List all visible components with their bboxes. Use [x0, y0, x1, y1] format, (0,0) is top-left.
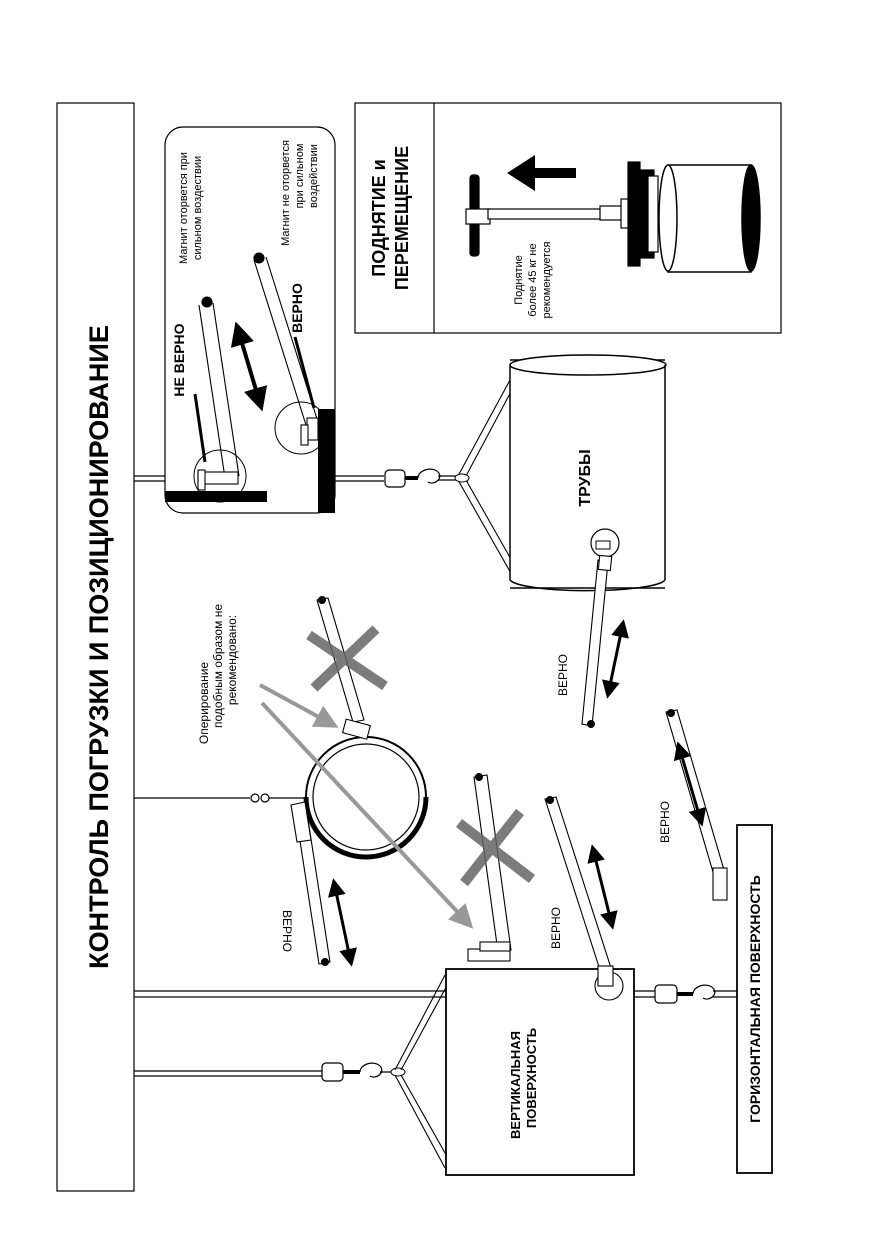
horizontal-surface-area: ГОРИЗОНТАЛЬНАЯ ПОВЕРХНОСТЬ ВЕРНО — [634, 709, 773, 1174]
horizontal-correct-label: ВЕРНО — [658, 801, 672, 843]
lifting-heading-line2: ПЕРЕМЕЩЕНИЕ — [392, 146, 412, 290]
lifting-box: ПОДНЯТИЕ и ПЕРЕМЕЩЕНИЕ Поднятие более 45… — [354, 102, 782, 334]
magnet-right-label: ВЕРНО — [289, 283, 305, 333]
magnet-detail-panel: НЕ ВЕРНО ВЕРНО Магнит оторвется при силь… — [164, 126, 336, 514]
cross-mark-icon — [306, 625, 388, 692]
page-title: КОНТРОЛЬ ПОГРУЗКИ И ПОЗИЦИОНИРОВАНИЕ — [84, 325, 114, 969]
lifting-note-line3: рекомендуется — [541, 241, 553, 318]
not-recommended-line2: подобным образом не — [211, 604, 225, 728]
cylinder-load-icon — [658, 164, 761, 273]
horizontal-surface-label: ГОРИЗОНТАЛЬНАЯ ПОВЕРХНОСТЬ — [747, 875, 763, 1123]
magnet-hold-line2: при сильном — [294, 144, 306, 209]
title-frame — [56, 102, 135, 1192]
lifting-tool-icon — [465, 161, 659, 267]
double-arrow-icon — [230, 321, 268, 412]
magnet-detach-line2: сильном воздествии — [192, 156, 204, 260]
lifting-heading-line1: ПОДНЯТИЕ и — [369, 159, 389, 276]
double-arrow-icon — [328, 878, 357, 967]
magnet-detach-line1: Магнит оторвется при — [178, 152, 190, 264]
pipes-label: ТРУБЫ — [577, 449, 594, 506]
vertical-surface-block: ВЕРТИКАЛЬНАЯ ПОВЕРХНОСТЬ ВЕРНО — [321, 773, 635, 1176]
ring-correct-label: ВЕРНО — [280, 910, 294, 952]
double-arrow-icon — [673, 741, 707, 827]
block-correct-label: ВЕРНО — [549, 907, 563, 949]
vertical-surface-line1: ВЕРТИКАЛЬНАЯ — [508, 1031, 523, 1139]
magnet-hold-line3: воздействии — [308, 144, 320, 208]
pipes-correct-label: ВЕРНО — [556, 654, 570, 696]
double-arrow-icon — [602, 619, 629, 699]
magnet-hold-line1: Магнит не оторвется — [280, 140, 292, 246]
cross-mark-icon — [455, 808, 536, 887]
lifting-note-line1: Поднятие — [513, 255, 525, 305]
cables — [134, 475, 448, 1077]
not-recommended-line3: рекомендовано: — [225, 615, 239, 705]
magnet-wrong-label: НЕ ВЕРНО — [171, 323, 187, 396]
vertical-surface-line2: ПОВЕРХНОСТЬ — [524, 1028, 539, 1128]
not-recommended-line1: Оперирование — [197, 662, 211, 744]
lifting-note-line2: более 45 кг не — [527, 243, 539, 316]
arrow-up-icon — [507, 155, 576, 191]
ring-load: ВЕРНО Оперирование подобным образом не р… — [197, 596, 474, 967]
double-arrow-icon — [587, 844, 618, 930]
pipe-load: ТРУБЫ ВЕРНО — [384, 354, 667, 728]
